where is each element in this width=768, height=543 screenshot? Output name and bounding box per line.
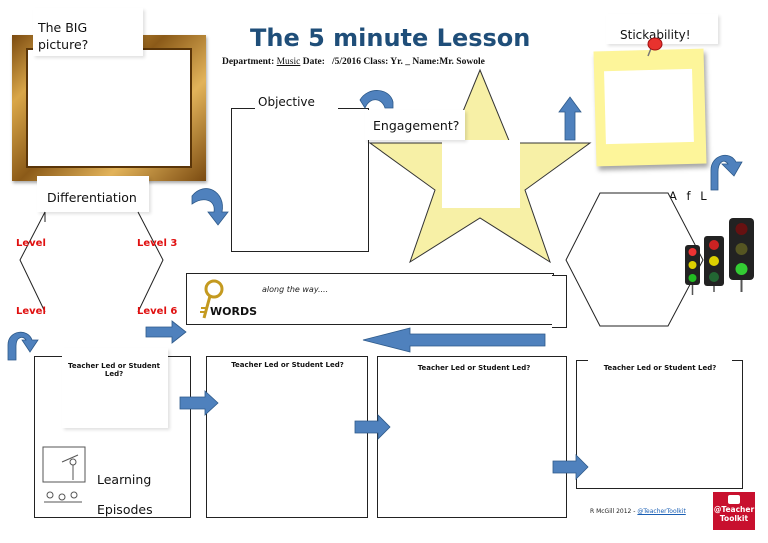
date-value: /5/2016 [332, 57, 362, 67]
objective-box [231, 108, 369, 252]
credit-text: R McGill 2012 - [590, 508, 636, 515]
big-picture-label: The BIG picture? [33, 8, 143, 56]
curved-arrow-icon [191, 188, 229, 226]
episode-panel-4-header: Teacher Led or Student Led? [588, 358, 732, 478]
sticky-note [593, 48, 707, 167]
footer-credit: R McGill 2012 - @TeacherToolkit [590, 508, 686, 515]
learning-label: Learning [97, 472, 152, 487]
stickability-text: Stickability! [620, 28, 691, 42]
episode-panel-1-label: Teacher Led or Student Led? [68, 362, 160, 378]
logo-icon [728, 495, 740, 504]
level-label-6: Level 6 [137, 306, 178, 317]
level-label-3: Level 3 [137, 238, 178, 249]
page-title: The 5 minute Lesson [250, 24, 530, 48]
episode-panel-1-header: Teacher Led or Student Led? [62, 348, 168, 428]
left-arrow-icon [362, 327, 546, 353]
curved-arrow-icon [710, 154, 743, 191]
level-label-4: Level [16, 306, 46, 317]
differentiation-label: Differentiation [37, 176, 149, 212]
level-label-1: Level [16, 238, 46, 249]
curved-arrow-icon [359, 90, 394, 109]
keywords-bar-extension [552, 275, 567, 328]
episode-panel-3-header: Teacher Led or Student Led? [393, 358, 555, 498]
stickability-label: Stickability! [606, 14, 718, 44]
class-value: _ [405, 57, 410, 67]
right-arrow-icon [145, 320, 187, 344]
logo-line1: @Teacher [713, 505, 755, 514]
keywords-label: WORDS [210, 305, 258, 318]
handle-link[interactable]: @TeacherToolkit [637, 508, 686, 515]
date-label: Date: [302, 57, 325, 67]
sticky-note-inner [604, 68, 694, 145]
big-picture-text: The BIG picture? [38, 20, 89, 52]
department-value: Music [276, 57, 301, 67]
class-label: Class: Yr. [363, 57, 403, 67]
objective-label: Objective [255, 93, 338, 111]
teachertoolkit-logo: @Teacher Toolkit [713, 492, 755, 530]
name-value: Mr. Sowole [439, 57, 485, 67]
engagement-text: Engagement? [373, 118, 460, 133]
up-arrow-icon [558, 96, 582, 141]
afl-label: A f L [665, 189, 724, 205]
title-banner: The 5 minute Lesson [220, 10, 530, 48]
episode-panel-3-label: Teacher Led or Student Led? [417, 364, 531, 372]
keywords-along-text: along the way.... [262, 285, 329, 294]
name-label: Name: [412, 57, 440, 67]
keywords-bar [186, 273, 554, 325]
differentiation-text: Differentiation [47, 190, 137, 205]
logo-line2: Toolkit [719, 514, 749, 523]
episode-panel-4-label: Teacher Led or Student Led? [603, 364, 717, 372]
episode-panel-2-header: Teacher Led or Student Led? [220, 357, 355, 497]
engagement-label: Engagement? [365, 110, 465, 140]
picture-frame [12, 35, 206, 181]
episodes-label: Episodes [97, 502, 153, 517]
picture-frame-inner [26, 48, 192, 168]
department-label: Department: [222, 57, 275, 67]
lesson-info-line: Department: Music Date: /5/2016 Class: Y… [222, 57, 552, 67]
episode-panel-2-label: Teacher Led or Student Led? [231, 361, 344, 369]
